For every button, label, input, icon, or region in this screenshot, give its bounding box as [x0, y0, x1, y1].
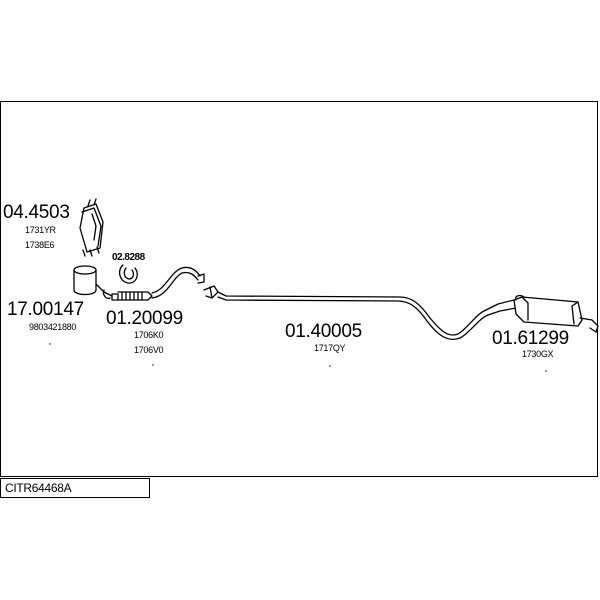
part-number-label: 01.20099 — [106, 308, 183, 329]
part-number-label: 04.4503 — [3, 202, 70, 223]
part-number-label: 01.40005 — [285, 321, 362, 342]
rear-silencer-part[interactable] — [485, 294, 599, 333]
part-reference-label: 1731YR — [25, 225, 56, 235]
middle-pipe-part[interactable] — [203, 285, 489, 340]
front-pipe-part[interactable] — [111, 266, 205, 301]
part-number-label: 02.8288 — [112, 252, 145, 263]
part-reference-label: 1706K0 — [134, 330, 164, 340]
part-reference-label: 1738E6 — [25, 240, 55, 250]
diagram-frame — [0, 101, 598, 477]
part-reference-label: 1706V0 — [134, 345, 164, 355]
part-number-label: 17.00147 — [7, 299, 84, 320]
particle-filter-part[interactable] — [73, 265, 113, 300]
part-number-label: 01.61299 — [492, 328, 569, 349]
catalytic-converter-part[interactable] — [79, 198, 104, 257]
gasket-ring-part[interactable] — [118, 264, 138, 284]
part-reference-label: 9803421880 — [29, 322, 77, 332]
part-reference-label: 1730GX — [522, 349, 554, 359]
label-dots — [49, 343, 547, 372]
diagram-code: CITR64468A — [0, 478, 150, 498]
part-reference-label: 1717QY — [314, 343, 346, 353]
